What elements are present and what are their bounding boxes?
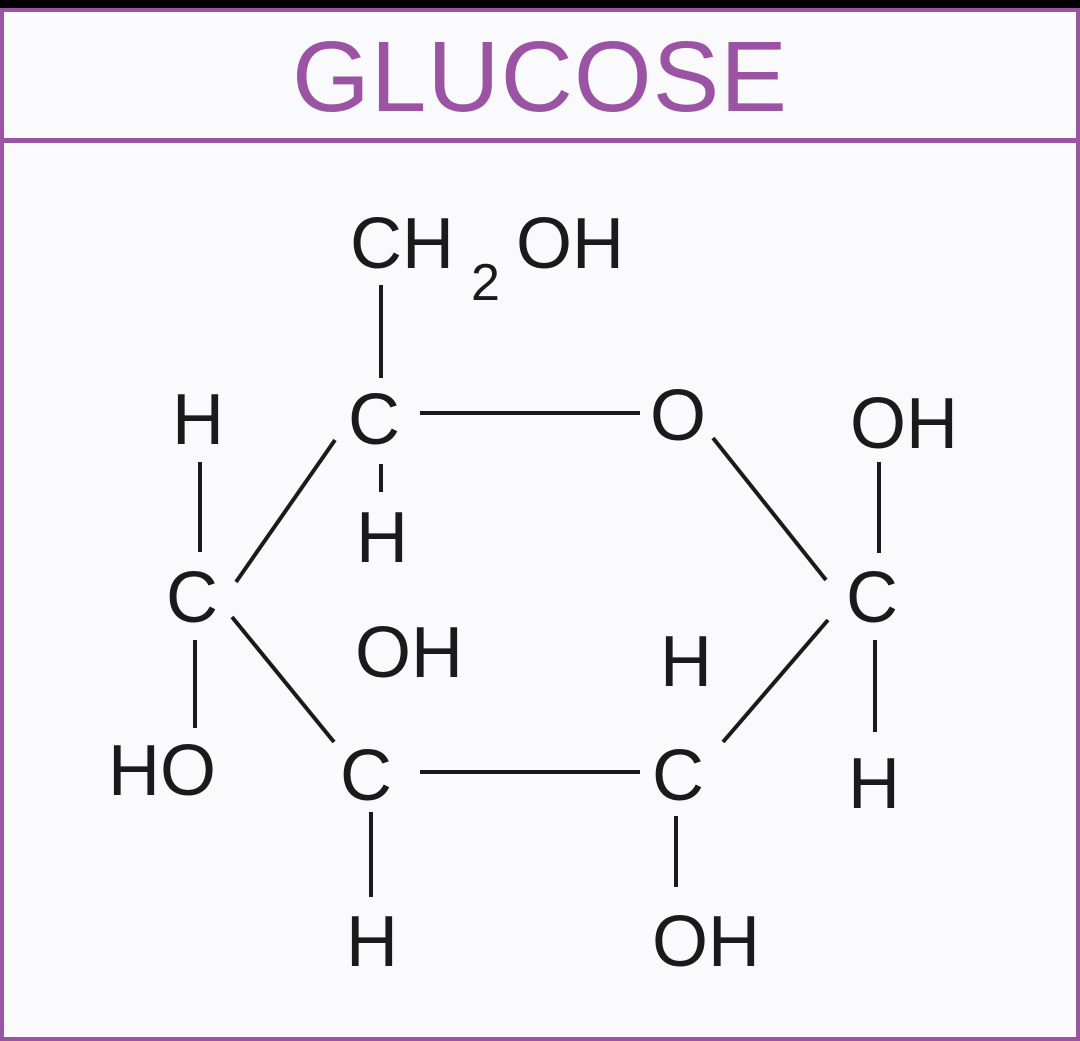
atom-c3-h: H [346,902,398,982]
atom-c4-h: H [172,380,224,460]
diagram-frame: GLUCOSE [0,8,1080,1041]
bond-c3-c4 [230,615,336,744]
atom-ch: CH [350,204,454,284]
atom-c1-h: H [848,744,900,824]
atom-c4: C [166,558,218,638]
diagram-title: GLUCOSE [291,21,788,133]
atom-c3: C [340,736,392,816]
atom-oh-top: OH [516,204,624,284]
atom-c2: C [652,736,704,816]
atom-c2-h: H [660,622,712,702]
atom-ch2-subscript: 2 [471,254,500,312]
atom-ring-oxygen: O [650,376,706,456]
atom-c5-h: H [356,498,408,578]
bond-o-c1 [711,436,828,582]
bond-c1-c2 [721,618,830,744]
title-bar: GLUCOSE [4,12,1076,143]
atom-c4-ho: HO [108,731,216,811]
bond-c4-c5 [234,438,337,584]
atom-c1-oh: OH [850,384,958,464]
atom-c2-oh: OH [652,902,760,982]
atom-c5: C [348,380,400,460]
atom-c1: C [846,558,898,638]
atom-c3-oh: OH [355,613,463,693]
